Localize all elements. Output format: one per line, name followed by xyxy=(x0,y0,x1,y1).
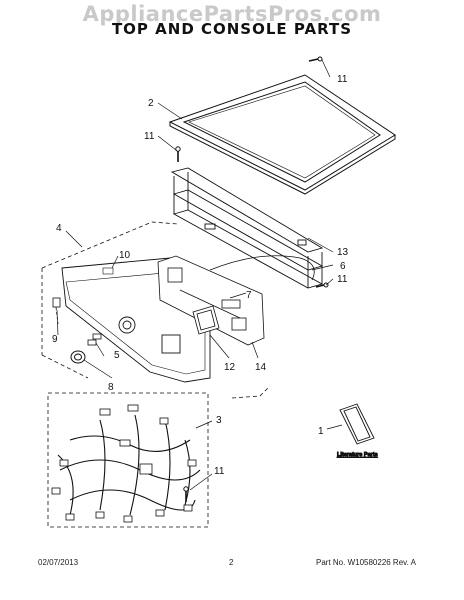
callout-12: 12 xyxy=(224,362,236,373)
callout-13: 13 xyxy=(337,247,349,258)
literature-parts: Literature Parts xyxy=(337,403,378,458)
callout-11-top: 11 xyxy=(337,74,348,85)
knob xyxy=(70,350,86,364)
callout-4: 4 xyxy=(56,223,62,234)
console-assembly-outline xyxy=(41,221,271,399)
footer-part-number: Part No. W10580226 Rev. A xyxy=(316,558,416,567)
callout-2: 2 xyxy=(148,98,154,109)
footer-page: 2 xyxy=(229,558,234,567)
callout-11-bottom: 11 xyxy=(214,466,225,477)
console-bracket xyxy=(170,167,324,289)
watermark: AppliancePartsPros.com xyxy=(82,2,382,26)
callout-7: 7 xyxy=(246,290,252,301)
callout-11-mid: 11 xyxy=(337,274,348,285)
wire-harness xyxy=(47,392,209,528)
callout-14: 14 xyxy=(255,362,267,373)
footer-date: 02/07/2013 xyxy=(38,558,79,567)
screw-top-right xyxy=(308,56,323,62)
ui-housing xyxy=(192,305,220,335)
callout-3: 3 xyxy=(216,415,222,426)
literature-label: Literature Parts xyxy=(337,452,378,458)
callout-6: 6 xyxy=(340,261,346,272)
page-title: TOP AND CONSOLE PARTS xyxy=(111,20,353,38)
callout-8: 8 xyxy=(108,382,114,393)
screw-top-left xyxy=(175,146,181,162)
callout-11-left: 11 xyxy=(144,131,155,142)
callout-9: 9 xyxy=(52,334,58,345)
buttons xyxy=(87,333,102,346)
control-board xyxy=(157,255,265,346)
leader-lines xyxy=(56,59,343,491)
callout-1: 1 xyxy=(318,426,324,437)
screw-bottom xyxy=(183,486,189,502)
callout-5: 5 xyxy=(114,350,120,361)
top-panel xyxy=(168,74,396,195)
connector-9 xyxy=(52,297,61,325)
callout-10: 10 xyxy=(119,250,131,261)
harness-strap xyxy=(209,255,315,281)
